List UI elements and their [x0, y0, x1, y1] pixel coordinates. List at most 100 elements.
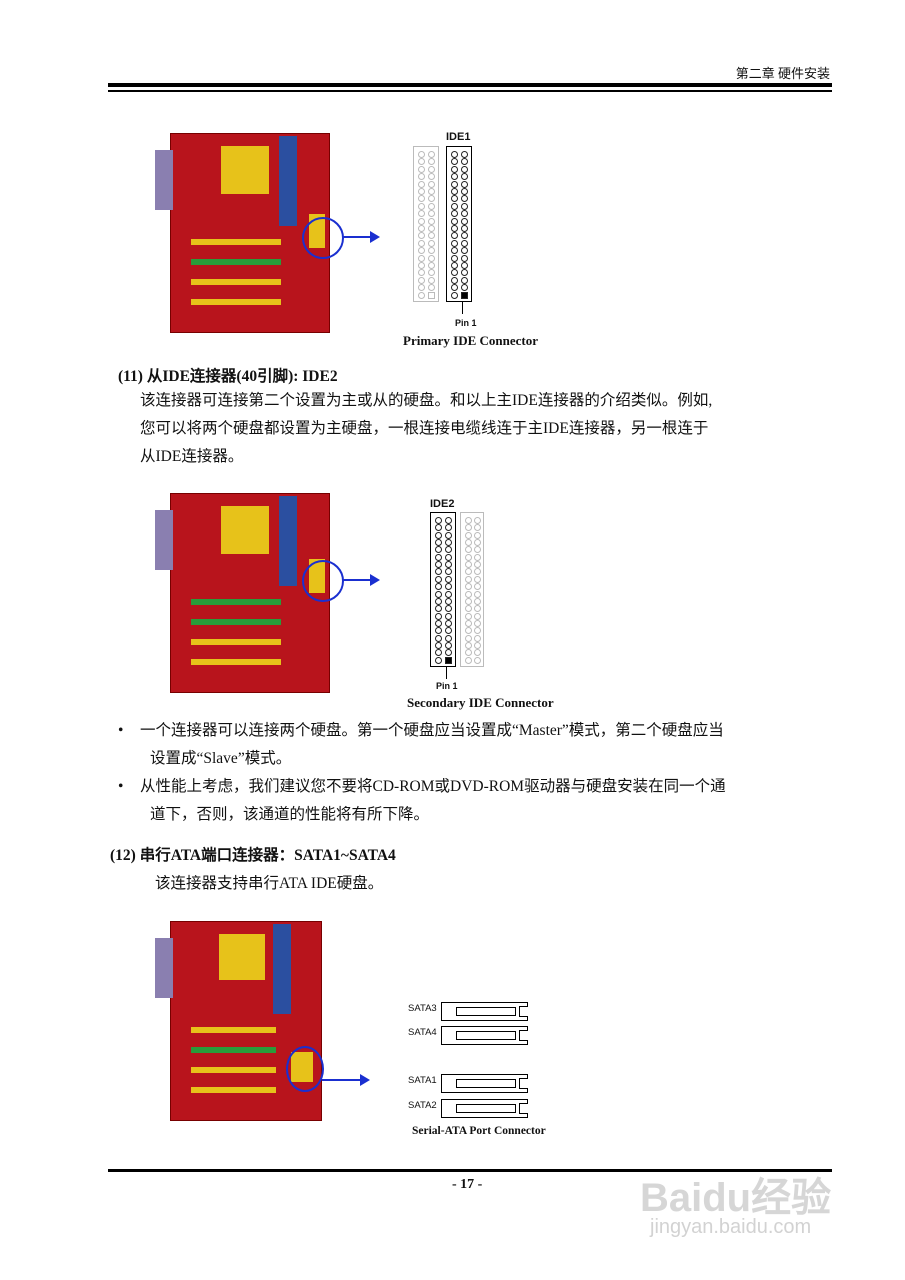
pin	[465, 597, 472, 605]
sata-port-label: SATA1	[408, 1075, 437, 1086]
pin	[428, 202, 435, 210]
pin	[461, 188, 468, 195]
pin	[451, 165, 458, 173]
pin	[474, 546, 481, 554]
pin	[461, 262, 468, 269]
pin	[451, 291, 458, 299]
text-line: 该连接器可连接第二个设置为主或从的硬盘。和以上主IDE连接器的介绍类似。例如,	[140, 392, 713, 409]
pin	[418, 284, 425, 292]
ide2-connector	[430, 512, 456, 667]
pin	[465, 531, 472, 539]
pin	[435, 561, 442, 569]
pin	[461, 165, 468, 173]
sata-port-sata3	[441, 1002, 528, 1021]
pin	[428, 276, 435, 284]
pin	[445, 605, 452, 613]
pin	[428, 269, 435, 277]
pin	[451, 232, 458, 240]
pin	[461, 158, 468, 166]
pin	[465, 605, 472, 613]
sata-port-label: SATA4	[408, 1027, 437, 1038]
pin	[428, 217, 435, 225]
pin	[465, 546, 472, 554]
section-12-body: 该连接器支持串行ATA IDE硬盘。	[155, 875, 384, 892]
pin	[428, 151, 435, 158]
pin	[435, 597, 442, 605]
pin	[474, 649, 481, 657]
pin	[461, 232, 468, 240]
highlight-circle	[302, 217, 344, 259]
pin	[451, 225, 458, 232]
io-ports	[155, 938, 173, 998]
pin	[465, 656, 472, 664]
pin	[445, 656, 452, 664]
pin	[418, 291, 425, 299]
pin	[418, 180, 425, 188]
pin	[418, 239, 425, 247]
pin	[474, 590, 481, 598]
pin	[465, 612, 472, 620]
pin	[445, 561, 452, 569]
pin	[435, 517, 442, 524]
pin	[461, 195, 468, 203]
ide1-caption: Primary IDE Connector	[403, 333, 539, 348]
pin	[445, 634, 452, 642]
header-rule	[108, 83, 832, 87]
highlight-circle	[302, 560, 344, 602]
watermark-url: jingyan.baidu.com	[650, 1216, 812, 1238]
pin	[461, 202, 468, 210]
pin	[445, 583, 452, 591]
pin	[418, 151, 425, 158]
pin	[435, 627, 442, 635]
pin	[418, 247, 425, 255]
pin1-pointer	[462, 302, 463, 314]
pin	[445, 546, 452, 554]
pin	[445, 531, 452, 539]
pin	[461, 254, 468, 262]
ide1-ghost-connector	[413, 146, 439, 302]
pin	[418, 188, 425, 195]
pin	[418, 276, 425, 284]
pin	[461, 210, 468, 218]
bullet-icon: •	[118, 722, 124, 739]
ide2-caption: Secondary IDE Connector	[407, 695, 554, 710]
pin	[451, 284, 458, 292]
pin	[428, 165, 435, 173]
pin	[435, 619, 442, 627]
pin	[451, 239, 458, 247]
pin	[465, 539, 472, 547]
pin	[465, 627, 472, 635]
sata-port-label: SATA2	[408, 1100, 437, 1111]
pin	[474, 575, 481, 583]
section-11-heading: (11) 从IDE连接器(40引脚): IDE2	[118, 368, 338, 385]
pin	[465, 590, 472, 598]
header-rule-thin	[108, 90, 832, 92]
bullet-line: 道下，否则，该通道的性能将有所下降。	[150, 806, 430, 823]
pin	[435, 546, 442, 554]
pin	[474, 583, 481, 591]
pin	[445, 524, 452, 532]
pin	[435, 568, 442, 576]
pin	[445, 612, 452, 620]
pin	[465, 634, 472, 642]
pin	[465, 649, 472, 657]
pin	[428, 225, 435, 232]
pin	[465, 619, 472, 627]
pin	[435, 612, 442, 620]
pin	[465, 641, 472, 649]
pin	[451, 262, 458, 269]
pin	[474, 627, 481, 635]
arrow-icon	[342, 231, 380, 243]
pin	[465, 517, 472, 524]
io-ports	[155, 150, 173, 210]
pin1-pointer	[446, 667, 447, 679]
pin	[418, 225, 425, 232]
pin	[435, 583, 442, 591]
sata-port-sata4	[441, 1026, 528, 1045]
text-line: 从IDE连接器。	[140, 448, 244, 465]
pin	[435, 634, 442, 642]
pin	[474, 656, 481, 664]
pin	[445, 649, 452, 657]
pin	[474, 524, 481, 532]
pin	[465, 524, 472, 532]
